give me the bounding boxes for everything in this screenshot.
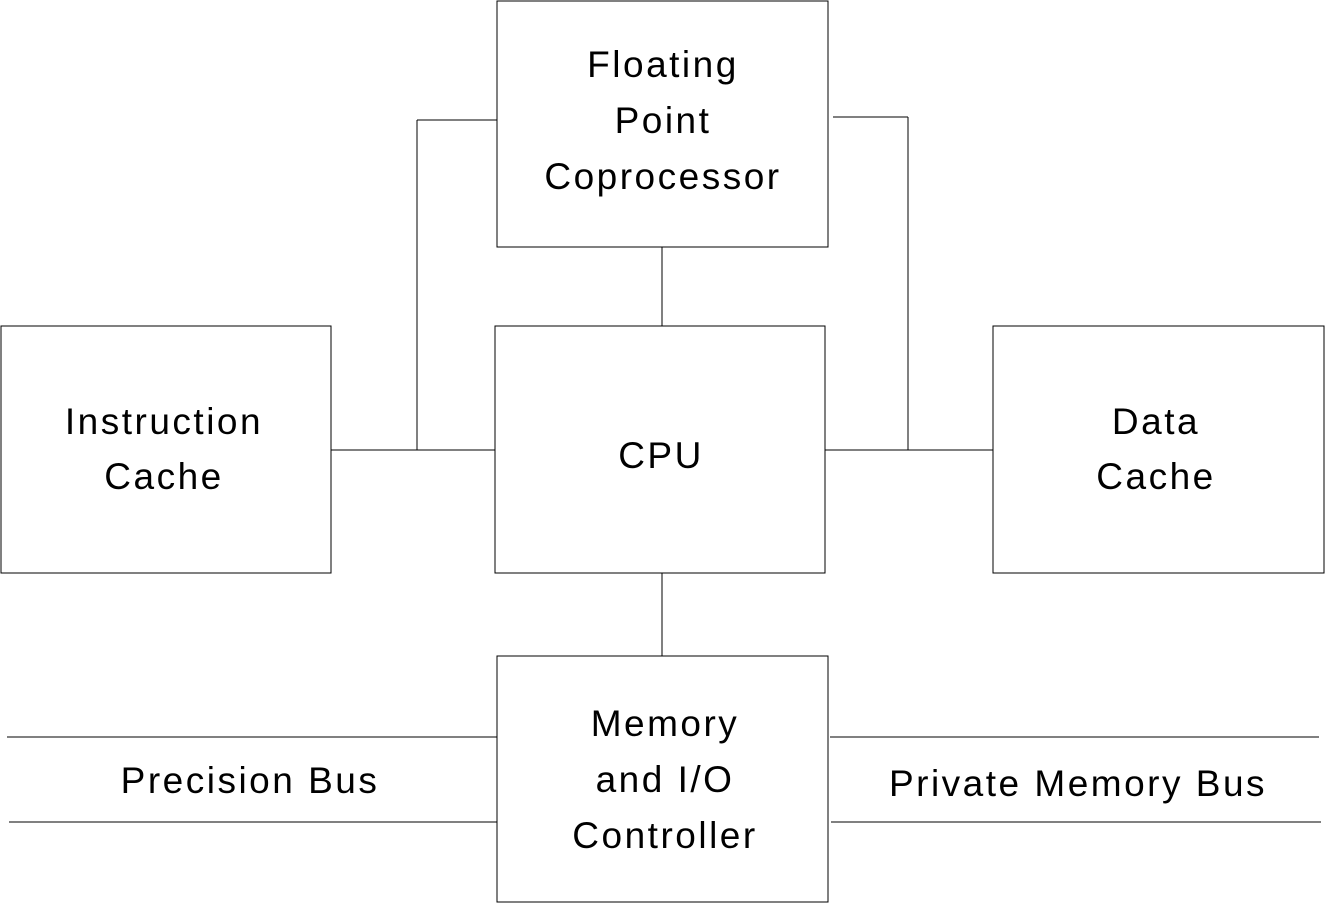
cpu-block: CPU xyxy=(494,325,826,574)
instruction-cache-block: Instruction Cache xyxy=(0,325,332,574)
precision-bus-label: Precision Bus xyxy=(121,760,380,801)
data-cache-block: Data Cache xyxy=(992,325,1325,574)
instruction-cache-label-line2: Cache xyxy=(104,456,223,497)
private-memory-bus: Private Memory Bus xyxy=(830,736,1321,823)
data-cache-label-line1: Data xyxy=(1112,401,1200,442)
fpu-label-line2: Point xyxy=(615,100,712,141)
precision-bus: Precision Bus xyxy=(7,736,497,823)
fpu-label-line3: Coprocessor xyxy=(544,156,781,197)
instruction-cache-box xyxy=(0,325,332,574)
memory-io-label-line2: and I/O xyxy=(596,759,735,800)
memory-io-label-line1: Memory xyxy=(591,703,740,744)
memory-io-label-line3: Controller xyxy=(572,815,757,856)
connectors xyxy=(331,116,993,656)
private-memory-bus-label: Private Memory Bus xyxy=(889,763,1267,804)
data-cache-box xyxy=(992,325,1325,574)
fpu-block: Floating Point Coprocessor xyxy=(496,0,829,248)
memory-io-controller-block: Memory and I/O Controller xyxy=(496,655,829,903)
data-cache-label-line2: Cache xyxy=(1096,456,1215,497)
instruction-cache-label-line1: Instruction xyxy=(65,401,263,442)
fpu-label-line1: Floating xyxy=(587,44,739,85)
cpu-label: CPU xyxy=(618,435,704,476)
